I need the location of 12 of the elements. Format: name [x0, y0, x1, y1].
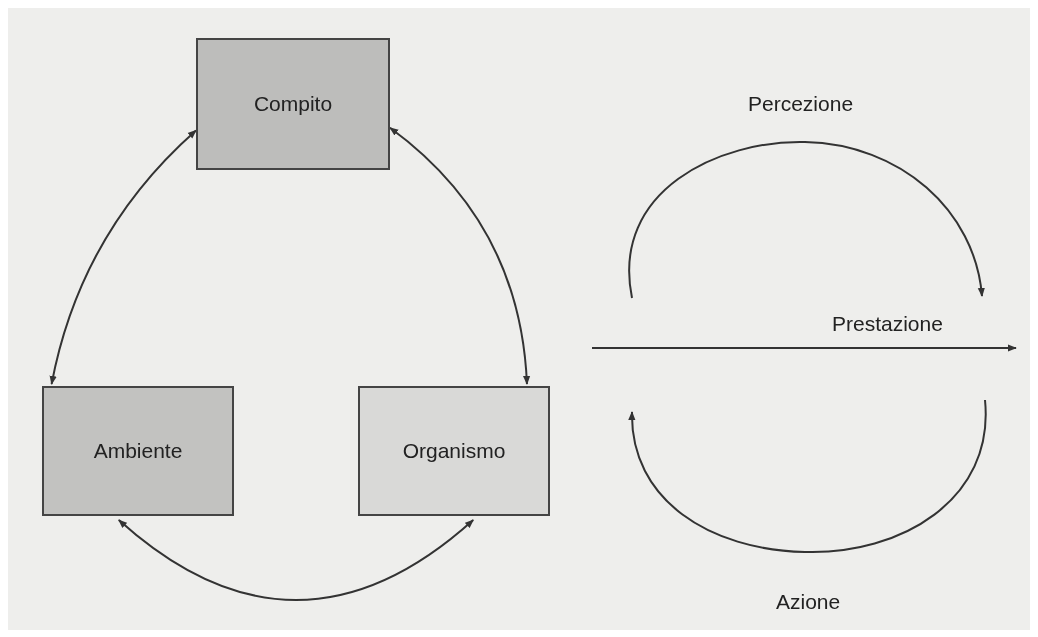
cycle-label: Percezione: [748, 92, 854, 116]
cycle-label: Prestazione: [832, 312, 943, 336]
curved-arrow: [117, 519, 475, 601]
curved-arrow: [49, 129, 197, 385]
box-label: Compito: [253, 92, 333, 116]
cycle-label: Azione: [776, 590, 841, 614]
curved-arrow: [389, 126, 530, 385]
concept-box: [358, 386, 550, 516]
box-label: Organismo: [402, 439, 506, 463]
box-label: Ambiente: [93, 439, 183, 463]
concept-box: [42, 386, 234, 516]
concept-box: [196, 38, 390, 170]
